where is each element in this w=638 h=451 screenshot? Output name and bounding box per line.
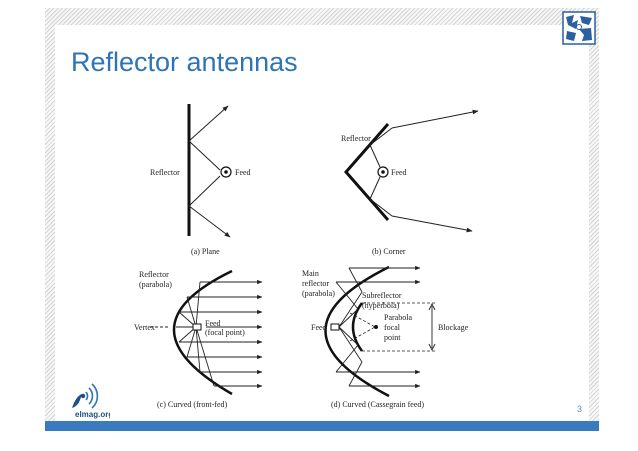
elmag-logo-text: elmag.org [75,410,110,419]
cassegrain-focal-label-2: focal [384,323,401,332]
cassegrain-main-label-3: (parabola) [302,289,335,298]
figure-front-fed: Reflector (parabola) Vertex Feed (focal … [134,269,263,409]
cassegrain-focal-label-3: point [384,333,401,342]
plane-rays [188,105,231,238]
cassegrain-caption: (d) Curved (Cassegrain feed) [331,400,424,409]
blockage-dimension [428,302,436,352]
front-fed-feed-horn-icon [192,323,202,331]
cassegrain-sub-label-2: (hyperbola) [362,301,400,310]
corner-reflector [344,123,390,221]
front-fed-reflector-label-2: (parabola) [139,280,172,289]
page-number: 3 [576,404,582,414]
front-fed-reflector [173,269,233,396]
cassegrain-sub-label-1: Subreflector [362,291,402,300]
corner-reflector-label: Reflector [341,134,371,143]
cassegrain-focal-point-icon [374,325,378,329]
plane-reflector-label: Reflector [150,168,180,177]
slide-border-left [45,8,55,431]
corner-rays [369,109,479,233]
front-fed-feed-label-1: Feed [205,319,221,328]
cassegrain-subreflector [351,302,364,352]
front-fed-feed-label-2: (focal point) [205,328,245,337]
cassegrain-blockage-lines [349,302,436,352]
front-fed-reflector-label-1: Reflector [139,270,169,279]
slide-border-right [589,8,599,431]
cassegrain-focal-label-1: Parabola [384,313,412,322]
plane-feed-label: Feed [235,168,251,177]
cassegrain-feed-horn-icon [330,323,340,331]
cassegrain-main-label-1: Main [302,269,319,278]
cassegrain-blockage-label: Blockage [438,323,469,332]
cassegrain-main-label-2: reflector [302,279,329,288]
slide-footer-bar [45,421,599,431]
corner-feed-label: Feed [391,168,407,177]
corner-caption: (b) Corner [372,247,406,256]
front-fed-vertex-label: Vertex [134,323,155,332]
cassegrain-rays [335,265,421,389]
university-crest-icon [562,11,596,45]
figure-cassegrain: Main reflector (parabola) Subreflector (… [302,265,469,409]
cassegrain-main-reflector [324,265,390,398]
slide-title: Reflector antennas [71,47,298,77]
elmag-logo-icon: elmag.org [72,383,110,419]
cassegrain-feed-label: Feed [311,323,327,332]
figure-plane: Reflector Feed (a) Plane [150,104,251,256]
plane-caption: (a) Plane [191,247,220,256]
slide-border-top [45,8,599,25]
figure-corner: Reflector Feed (b) Corner [341,109,479,256]
front-fed-caption: (c) Curved (front-fed) [157,400,228,409]
